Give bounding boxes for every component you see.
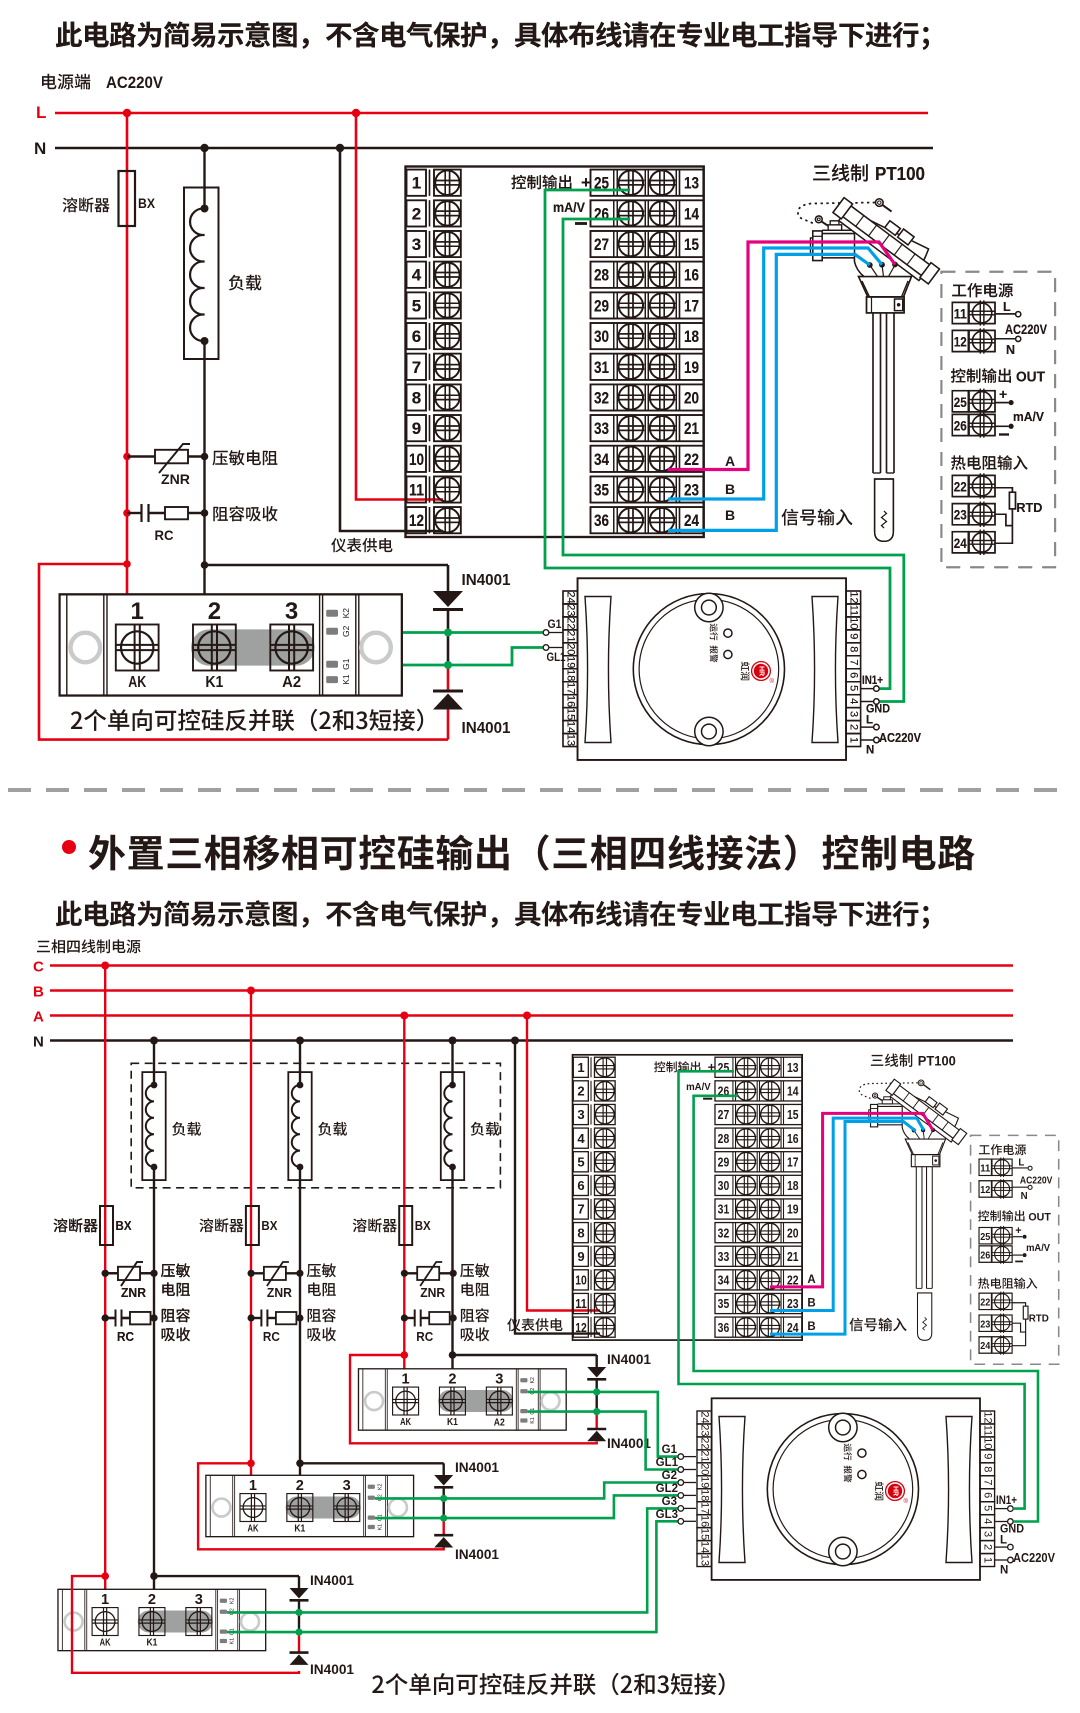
- svg-text:GL1: GL1: [656, 1457, 679, 1469]
- svg-text:G2: G2: [662, 1470, 677, 1482]
- svg-text:C: C: [33, 959, 44, 976]
- svg-text:GL2: GL2: [656, 1483, 678, 1495]
- svg-text:B: B: [807, 1321, 815, 1333]
- svg-text:G1: G1: [662, 1444, 678, 1456]
- svg-text:GL1: GL1: [547, 652, 567, 664]
- svg-text:AC220V: AC220V: [106, 74, 163, 92]
- svg-text:B: B: [33, 984, 44, 1001]
- svg-text:A: A: [807, 1274, 815, 1286]
- svg-text:B: B: [725, 481, 735, 497]
- svg-text:IN4001: IN4001: [310, 1661, 354, 1677]
- svg-text:IN4001: IN4001: [455, 1546, 499, 1562]
- svg-text:A2: A2: [494, 1418, 505, 1429]
- svg-text:RC: RC: [155, 527, 174, 543]
- svg-text:GL3: GL3: [656, 1509, 678, 1521]
- svg-text:N: N: [34, 139, 46, 158]
- svg-text:IN4001: IN4001: [462, 572, 511, 589]
- svg-text:IN4001: IN4001: [462, 720, 511, 737]
- svg-text:IN4001: IN4001: [607, 1351, 651, 1367]
- svg-text:B: B: [725, 507, 735, 523]
- svg-text:A: A: [33, 1009, 44, 1026]
- svg-text:A: A: [725, 453, 735, 469]
- svg-text:IN4001: IN4001: [310, 1572, 354, 1588]
- svg-text:A2: A2: [282, 674, 301, 691]
- svg-text:G1: G1: [548, 619, 563, 631]
- svg-text:G3: G3: [662, 1496, 677, 1508]
- svg-text:L: L: [36, 103, 46, 122]
- svg-text:ZNR: ZNR: [161, 471, 190, 487]
- svg-text:N: N: [33, 1034, 44, 1051]
- svg-text:B: B: [807, 1298, 815, 1310]
- svg-text:IN4001: IN4001: [607, 1435, 651, 1451]
- svg-text:BX: BX: [138, 195, 156, 211]
- svg-text:IN4001: IN4001: [455, 1459, 499, 1475]
